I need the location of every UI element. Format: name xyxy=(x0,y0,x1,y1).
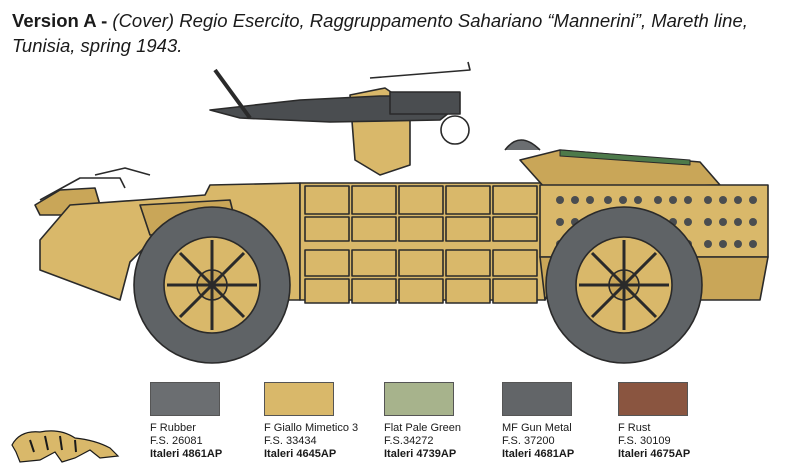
rear-wheel xyxy=(545,206,703,364)
paint-code: Italeri 4645AP xyxy=(264,448,337,460)
version-caption: Version A - (Cover) Regio Esercito, Ragg… xyxy=(12,8,792,58)
paint-code: Italeri 4861AP xyxy=(150,448,223,460)
paint-name: F Rust xyxy=(618,422,651,434)
paint-fs: F.S. 30109 xyxy=(618,435,671,447)
caption-lead: Version A - xyxy=(12,10,108,31)
swatch-color xyxy=(618,382,688,416)
paint-code: Italeri 4739AP xyxy=(384,448,457,460)
front-wheel xyxy=(133,206,291,364)
paint-swatch-4: MF Gun Metal F.S. 37200 Italeri 4681AP xyxy=(502,382,614,461)
paint-fs: F.S. 33434 xyxy=(264,435,317,447)
tiger-logo xyxy=(11,430,120,463)
swatch-color xyxy=(384,382,454,416)
paint-swatch-5: F Rust F.S. 30109 Italeri 4675AP xyxy=(618,382,730,461)
paint-name: F Giallo Mimetico 3 xyxy=(264,422,359,434)
swatch-color xyxy=(150,382,220,416)
paint-swatch-2: F Giallo Mimetico 3 F.S. 33434 Italeri 4… xyxy=(264,382,376,461)
paint-code: Italeri 4681AP xyxy=(502,448,575,460)
swatch-color xyxy=(264,382,334,416)
paint-fs: F.S. 26081 xyxy=(150,435,203,447)
paint-fs: F.S. 37200 xyxy=(502,435,555,447)
paint-swatch-1: F Rubber F.S. 26081 Italeri 4861AP xyxy=(150,382,262,461)
paint-name: MF Gun Metal xyxy=(502,422,572,434)
paint-name: F Rubber xyxy=(150,422,196,434)
paint-fs: F.S.34272 xyxy=(384,435,434,447)
paint-name: Flat Pale Green xyxy=(384,422,462,434)
caption-body: (Cover) Regio Esercito, Raggruppamento S… xyxy=(12,10,748,56)
swatch-color xyxy=(502,382,572,416)
paint-swatch-3: Flat Pale Green F.S.34272 Italeri 4739AP xyxy=(384,382,496,461)
paint-code: Italeri 4675AP xyxy=(618,448,691,460)
